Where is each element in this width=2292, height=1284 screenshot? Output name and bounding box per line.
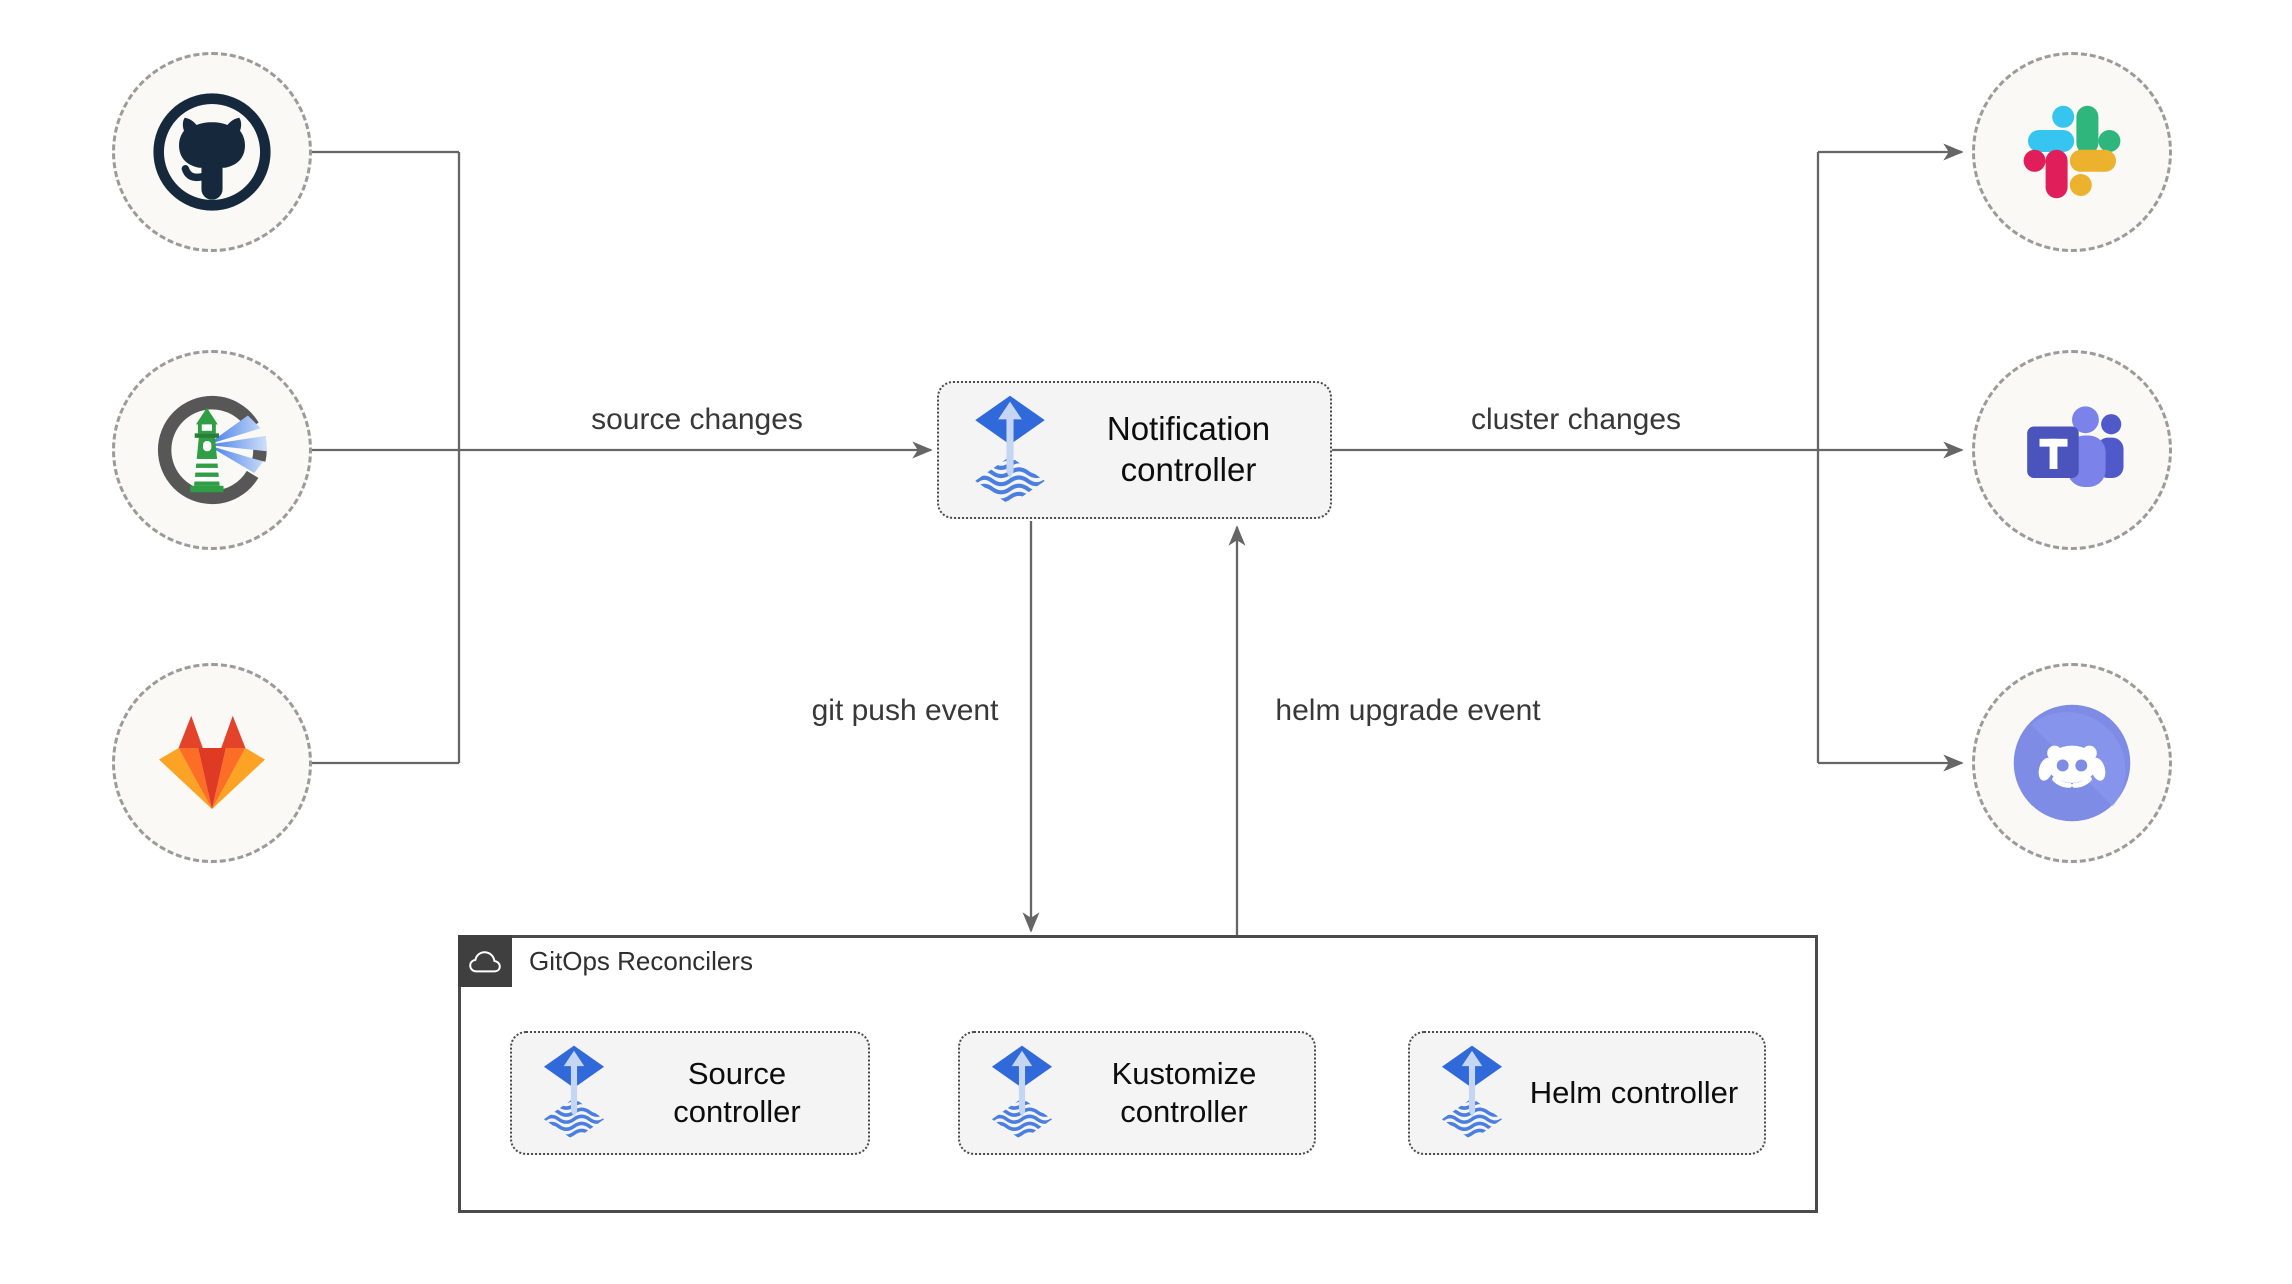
source-controller-label: Source controller: [673, 1055, 801, 1129]
flux-icon: [1440, 1045, 1504, 1141]
source-node-github: [112, 52, 312, 252]
slack-icon: [2023, 105, 2121, 199]
github-icon: [153, 93, 271, 211]
source-node-harbor: [112, 350, 312, 550]
edge-label-git-push-event: git push event: [811, 694, 999, 727]
source-controller-node: Source controller: [510, 1031, 870, 1155]
helm-controller-label: Helm controller: [1529, 1074, 1739, 1110]
provider-fanout-lines: [1332, 152, 1820, 763]
discord-icon: [2013, 704, 2131, 822]
flux-icon: [990, 1045, 1054, 1141]
cloud-icon: [469, 950, 501, 972]
microsoft-teams-icon: [2027, 406, 2124, 487]
kustomize-controller-node: Kustomize controller: [958, 1031, 1316, 1155]
provider-node-discord: [1972, 663, 2172, 863]
gitops-reconcilers-group: GitOps Reconcilers Source controller Kus…: [458, 935, 1818, 1213]
edge-label-helm-upgrade-event: helm upgrade event: [1275, 694, 1541, 727]
edge-label-source-changes: source changes: [591, 403, 803, 436]
edge-label-cluster-changes: cluster changes: [1470, 403, 1682, 436]
harbor-icon: [157, 395, 268, 505]
group-badge: [458, 935, 512, 987]
flux-icon: [542, 1045, 606, 1141]
provider-node-teams: [1972, 350, 2172, 550]
gitlab-icon: [159, 715, 265, 810]
helm-controller-node: Helm controller: [1408, 1031, 1766, 1155]
group-title: GitOps Reconcilers: [529, 945, 753, 976]
provider-node-slack: [1972, 52, 2172, 252]
notification-controller-label: Notification controller: [1106, 410, 1271, 488]
flux-icon: [973, 395, 1047, 506]
source-node-gitlab: [112, 663, 312, 863]
notification-controller-node: Notification controller: [937, 381, 1332, 519]
kustomize-controller-label: Kustomize controller: [1111, 1055, 1257, 1129]
source-fanin-lines: [312, 150, 461, 765]
